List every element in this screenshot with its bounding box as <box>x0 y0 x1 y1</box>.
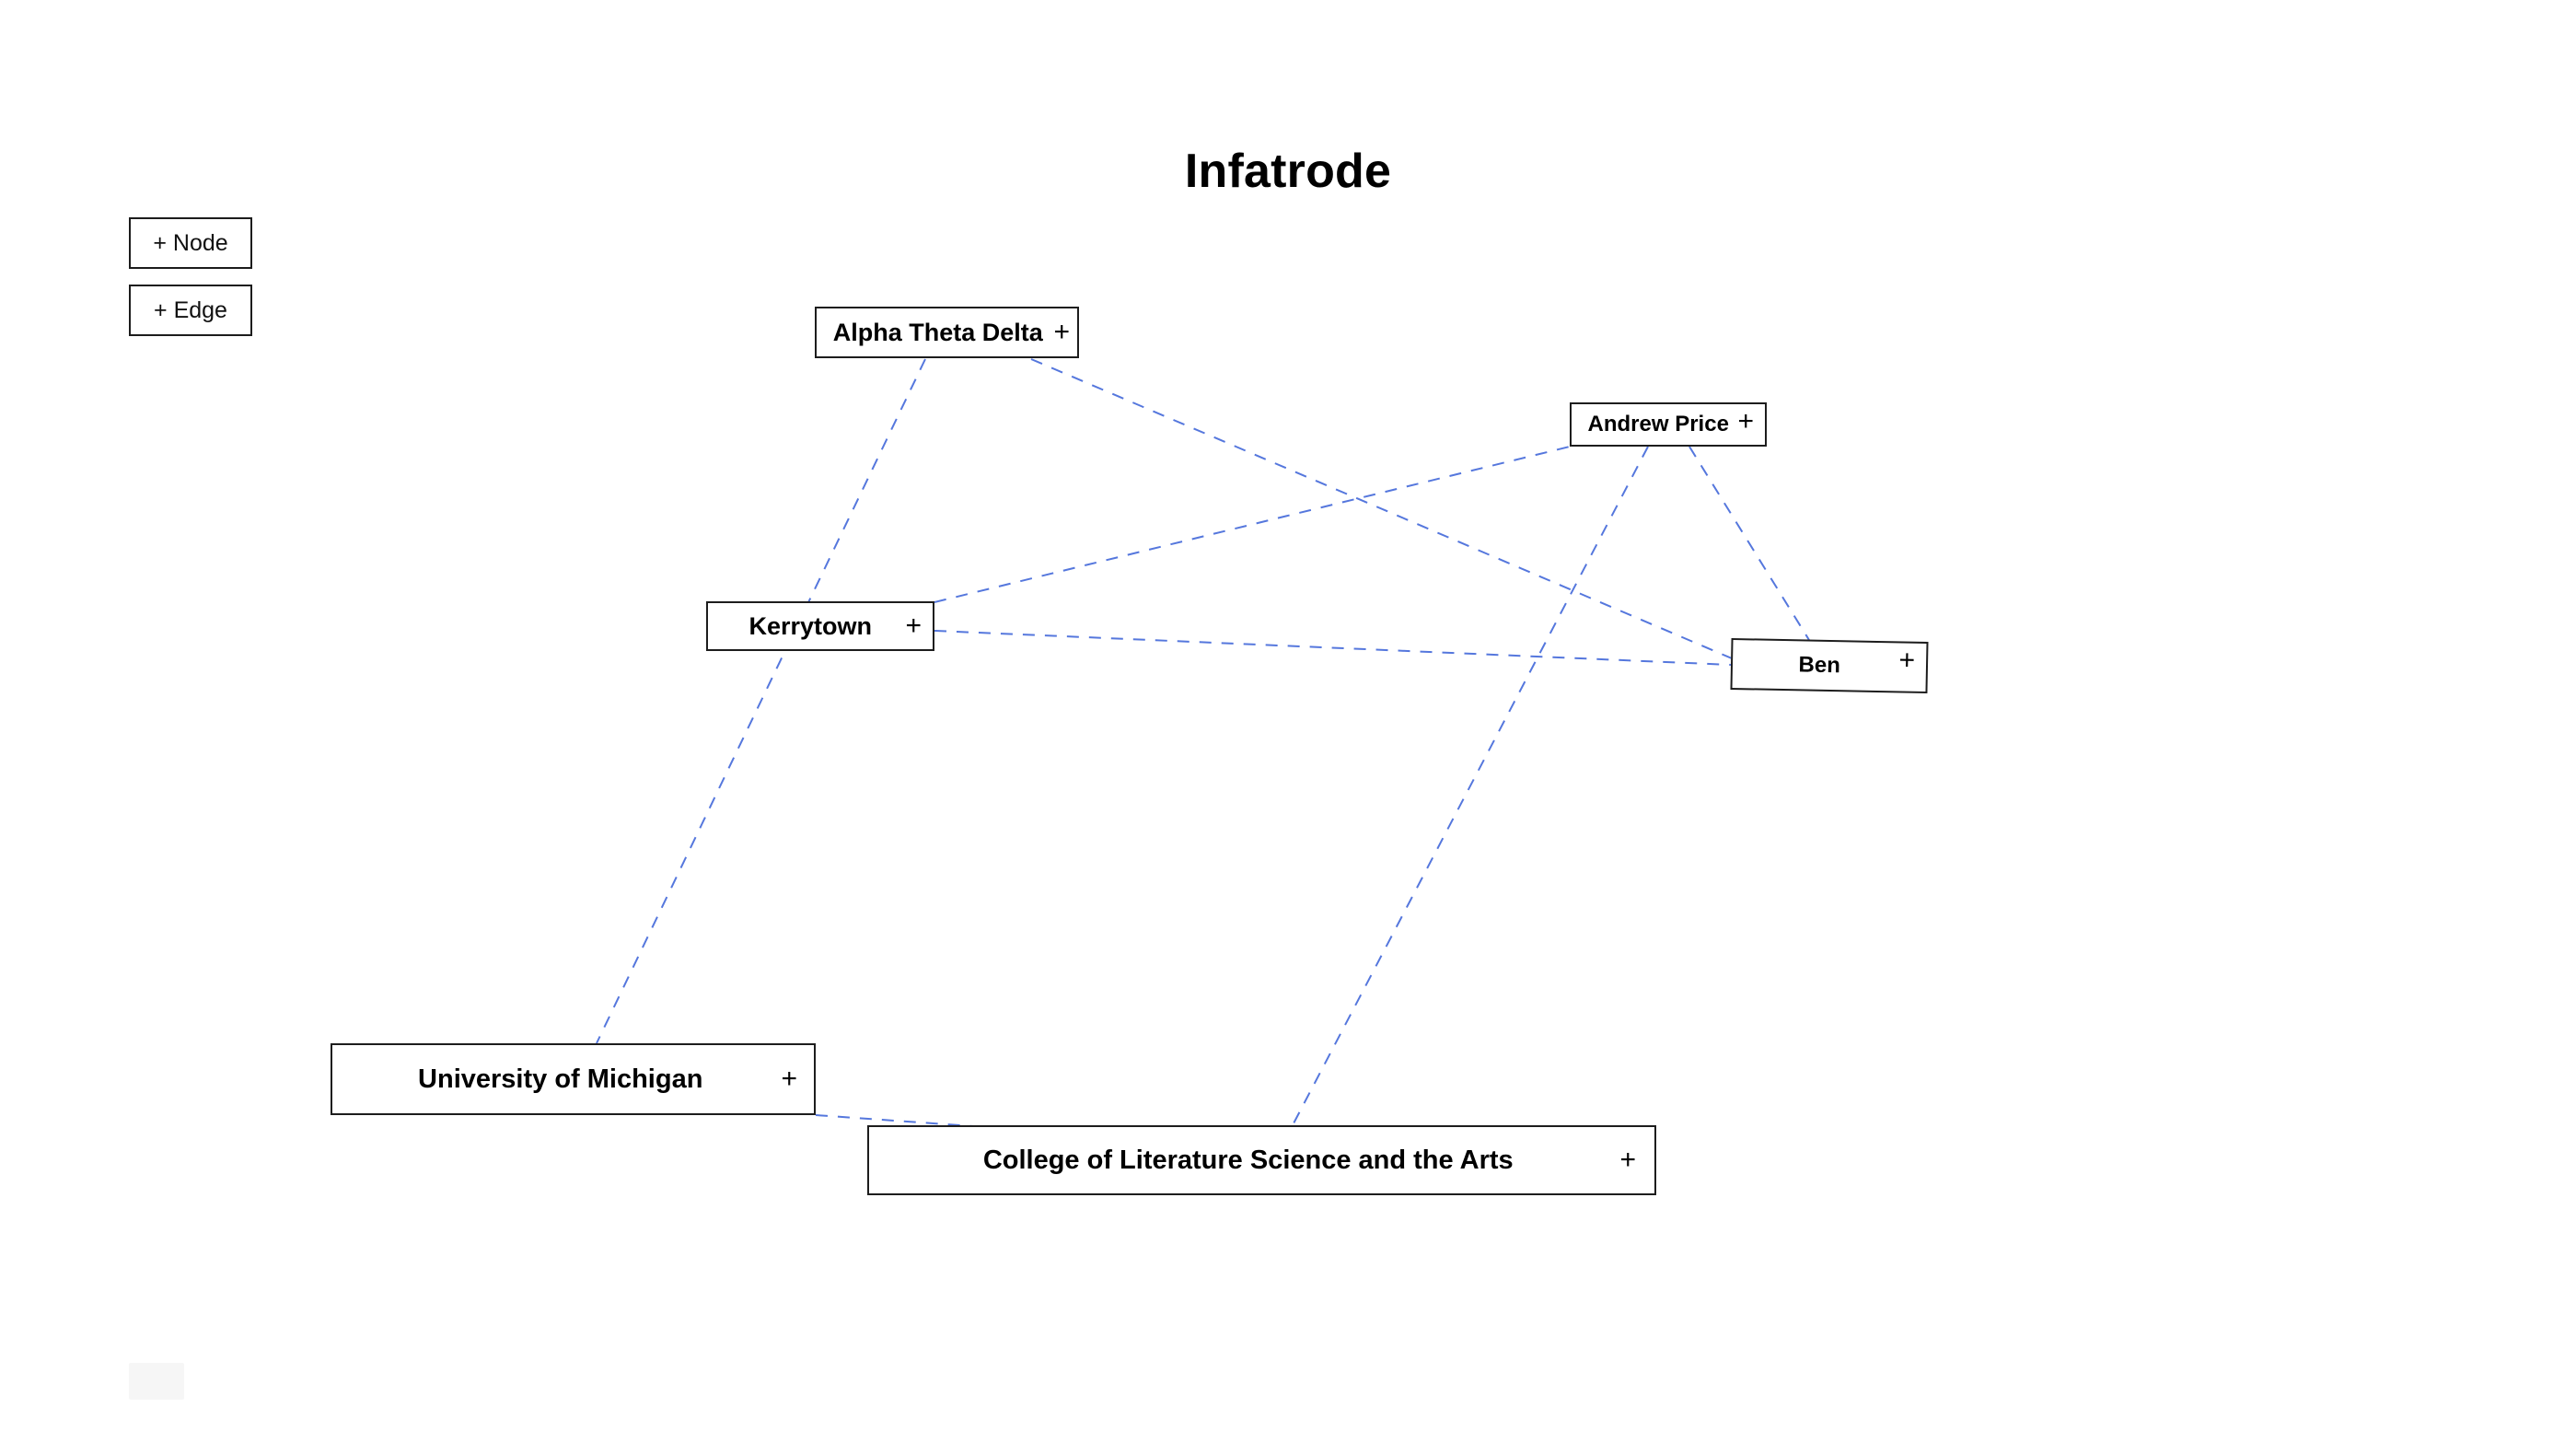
toolbar: + Node + Edge <box>129 217 252 336</box>
node-expand-plus-icon[interactable]: + <box>781 1064 797 1094</box>
node-label: Kerrytown <box>748 611 872 640</box>
graph-node-college-of-lsa[interactable]: College of Literature Science and the Ar… <box>867 1125 1656 1195</box>
node-expand-plus-icon[interactable]: + <box>1898 645 1916 676</box>
node-label: Ben <box>1798 652 1841 679</box>
node-expand-plus-icon[interactable]: + <box>1619 1145 1636 1175</box>
graph-edge[interactable] <box>1688 446 1810 641</box>
canvas-artifact <box>129 1363 184 1400</box>
graph-node-university-of-michigan[interactable]: University of Michigan + <box>331 1043 816 1115</box>
node-label: University of Michigan <box>418 1064 703 1094</box>
node-expand-plus-icon[interactable]: + <box>905 611 922 641</box>
node-expand-plus-icon[interactable]: + <box>1053 317 1070 347</box>
page-title: Infatrode <box>1184 145 1392 198</box>
graph-edge[interactable] <box>1292 446 1649 1126</box>
add-node-button[interactable]: + Node <box>129 217 252 269</box>
graph-edge[interactable] <box>934 630 1732 666</box>
node-label: Alpha Theta Delta <box>832 318 1043 346</box>
node-label: Andrew Price <box>1587 412 1729 436</box>
graph-node-andrew-price[interactable]: Andrew Price + <box>1570 402 1767 447</box>
node-label: College of Literature Science and the Ar… <box>982 1145 1514 1175</box>
graph-node-alpha-theta-delta[interactable]: Alpha Theta Delta + <box>815 307 1079 358</box>
graph-node-kerrytown[interactable]: Kerrytown + <box>706 601 934 651</box>
node-expand-plus-icon[interactable]: + <box>1737 406 1754 436</box>
graph-edge[interactable] <box>1030 358 1739 662</box>
graph-node-ben[interactable]: Ben + <box>1730 637 1929 694</box>
graph-edge[interactable] <box>596 358 926 1044</box>
graph-edge[interactable] <box>934 446 1571 603</box>
add-edge-button[interactable]: + Edge <box>129 285 252 336</box>
